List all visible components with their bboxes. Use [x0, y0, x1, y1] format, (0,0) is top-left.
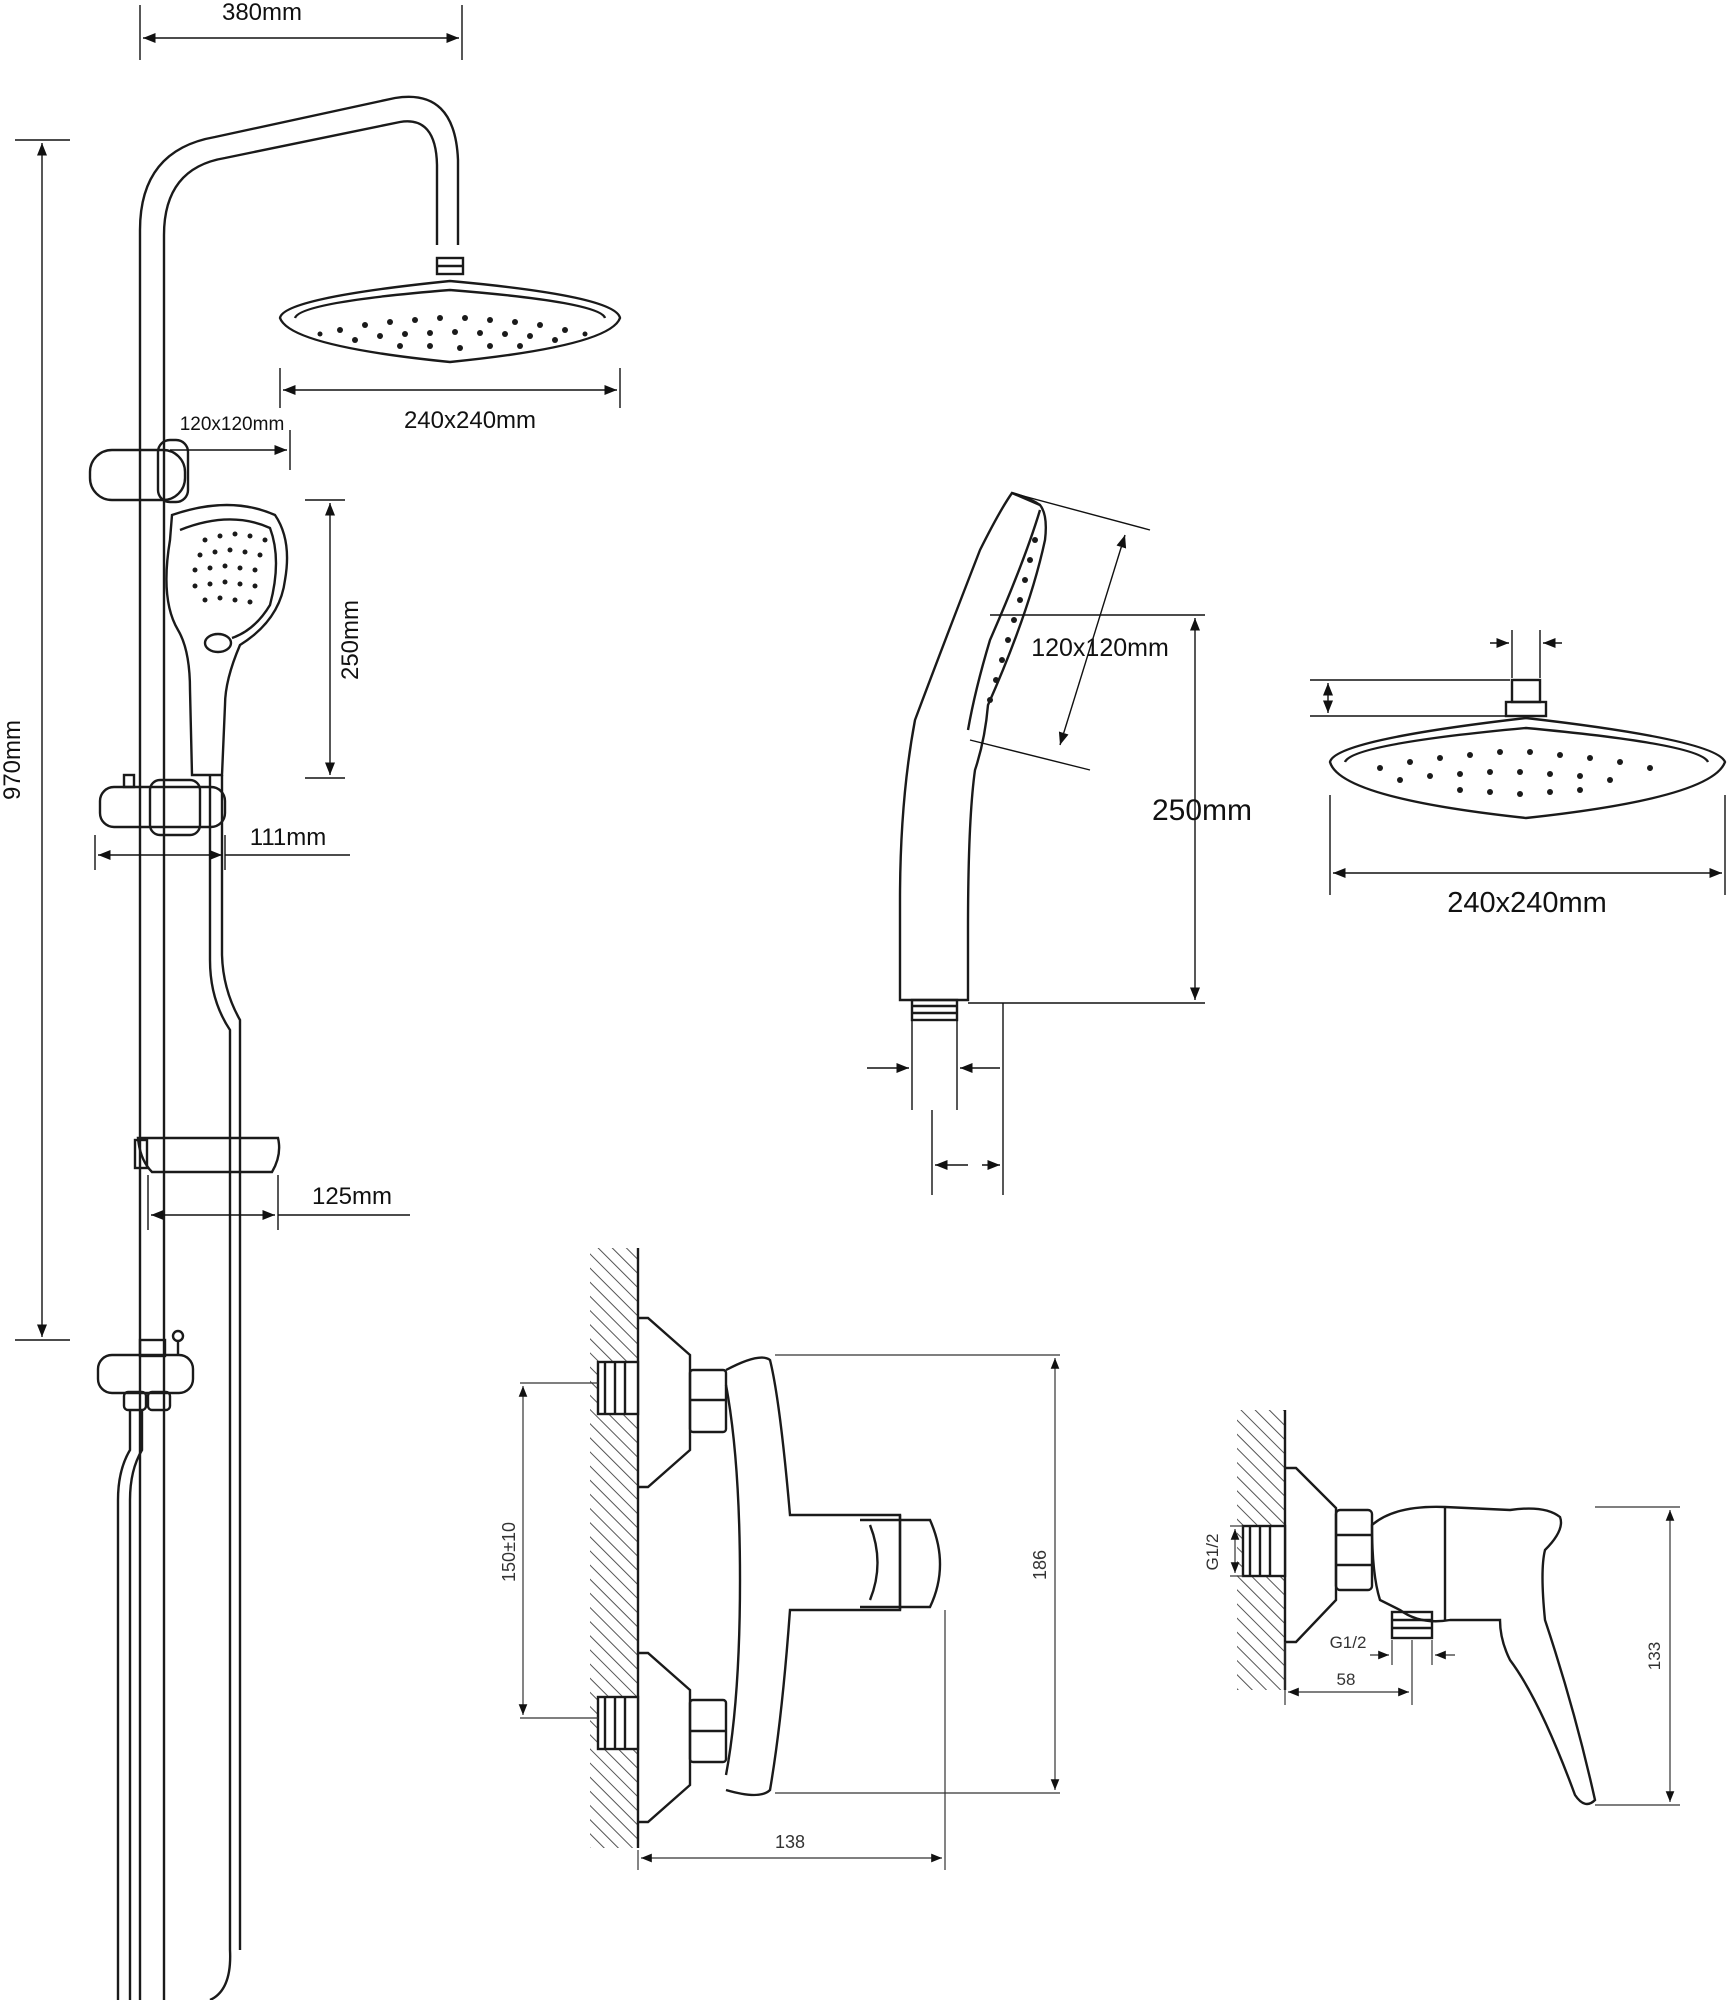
mixer-body: [725, 1356, 902, 1797]
small-mixer-dimensions: [1230, 1506, 1680, 1806]
top-width-label: 380mm: [222, 0, 302, 26]
rain-head: [278, 279, 622, 364]
head-size-right-label: 240x240mm: [1447, 887, 1607, 919]
small-mixer-depth-label: 58: [1337, 1670, 1356, 1689]
hand-side-dimensions: [867, 492, 1205, 1195]
mixer-labels: 150±10 186 138: [499, 1522, 1050, 1852]
holder-size-label: 120x120mm: [180, 414, 285, 435]
hand-side-nozzles: [987, 537, 1038, 703]
small-mixer-body: [1370, 1505, 1597, 1806]
small-mixer-height-label: 133: [1645, 1642, 1664, 1670]
shower-hose: [208, 775, 232, 2000]
bracket-offset-label: 111mm: [250, 824, 326, 851]
column-fittings: [88, 438, 289, 2000]
shower-column: [138, 95, 622, 2000]
soap-dish: [136, 1136, 281, 1174]
inlet-thread-label: G1/2: [1203, 1534, 1222, 1571]
mixer-height-label: 186: [1030, 1550, 1050, 1580]
rain-head-side-dimensions: [1310, 630, 1726, 895]
riser-pipe: [138, 95, 460, 2000]
small-mixer-labels: G1/2 G1/2 58 133: [1203, 1534, 1664, 1689]
rain-head-side-nozzles: [1377, 749, 1653, 797]
wall-mixer: [590, 1248, 942, 1848]
wall-hatch-mixer: [590, 1248, 638, 1848]
rain-head-side-view: [1328, 678, 1727, 820]
hand-shower-side-view: [898, 491, 1048, 1022]
hand-shower-nozzles: [192, 531, 268, 605]
riser-pipe-inner: [162, 120, 439, 2000]
upper-slider: [88, 448, 187, 502]
hand-face-label: 120x120mm: [1031, 634, 1169, 662]
head-size-label: 240x240mm: [404, 407, 536, 434]
left-labels: 380mm 970mm 240x240mm 120x120mm 250mm 11…: [0, 0, 536, 1210]
small-mixer: [1237, 1410, 1597, 1806]
mixer-dimensions: [518, 1354, 1060, 1870]
soap-dish-offset-label: 125mm: [312, 1183, 392, 1210]
hand-thread: [910, 998, 959, 1022]
left-dimensions: [15, 5, 621, 1341]
mixer-centres-label: 150±10: [499, 1522, 519, 1582]
hand-side-labels: 120x120mm 250mm: [1031, 634, 1252, 827]
diverter: [96, 1353, 195, 1395]
mid-slider: [98, 785, 227, 829]
total-height-label: 970mm: [0, 720, 26, 800]
hand-length-label: 250mm: [337, 600, 364, 680]
hose-lower: [116, 1410, 132, 2000]
mixer-knob: [860, 1518, 942, 1609]
outlet-thread-label: G1/2: [1330, 1633, 1367, 1652]
hand-shower: [165, 503, 289, 777]
rain-head-nozzles: [317, 315, 588, 351]
hand-length-right-label: 250mm: [1152, 794, 1252, 827]
mixer-depth-label: 138: [775, 1832, 805, 1852]
